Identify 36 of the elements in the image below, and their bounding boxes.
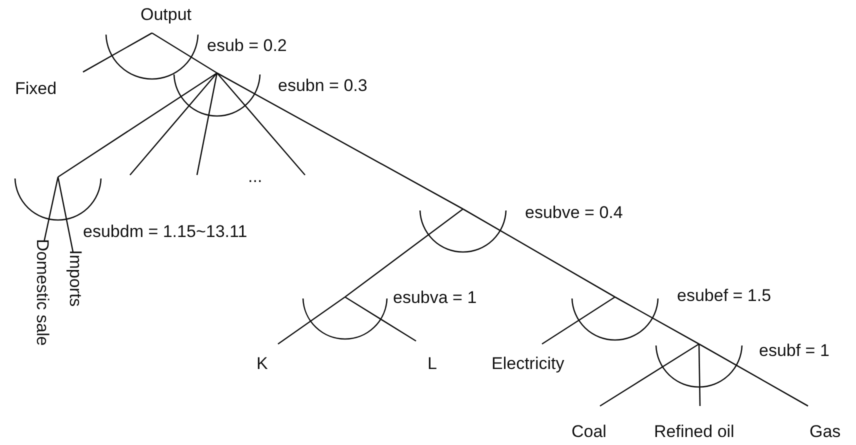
node-label: Imports (66, 250, 84, 306)
branch-line (278, 296, 346, 345)
branch-line (152, 32, 218, 74)
node-label: Domestic sale (32, 238, 52, 346)
branch-line (614, 296, 700, 345)
node-label: Gas (810, 422, 841, 442)
node-label: Refined oil (654, 422, 734, 442)
branch-line (43, 176, 59, 242)
node-label: K (256, 354, 268, 374)
node-label: Output (140, 6, 192, 24)
branch-line (344, 208, 464, 298)
elasticity-label: esubva = 1 (393, 288, 477, 308)
branch-line (57, 176, 74, 252)
branch-line (216, 72, 306, 176)
elasticity-label: esubve = 0.4 (525, 204, 623, 222)
node-label: Coal (572, 422, 606, 442)
branch-line (542, 296, 616, 345)
elasticity-label: esubdm = 1.15~13.11 (83, 222, 248, 242)
ellipsis-label: ... (248, 168, 262, 186)
branch-line (216, 72, 464, 210)
branch-line (698, 344, 701, 406)
node-label: Electricity (492, 354, 564, 374)
elasticity-label: esub = 0.2 (207, 36, 287, 56)
branch-line (196, 72, 218, 176)
node-label: Fixed (15, 80, 57, 98)
elasticity-label: esubn = 0.3 (278, 76, 368, 96)
branch-line (462, 208, 616, 298)
branch-line (698, 343, 808, 407)
node-label: L (428, 354, 437, 374)
branch-line (130, 72, 218, 176)
branch-line (82, 32, 152, 73)
branch-line (58, 72, 218, 178)
elasticity-label: esubef = 1.5 (677, 286, 772, 306)
branch-line (600, 343, 700, 407)
branch-line (344, 296, 416, 342)
elasticity-label: esubf = 1 (759, 342, 830, 360)
